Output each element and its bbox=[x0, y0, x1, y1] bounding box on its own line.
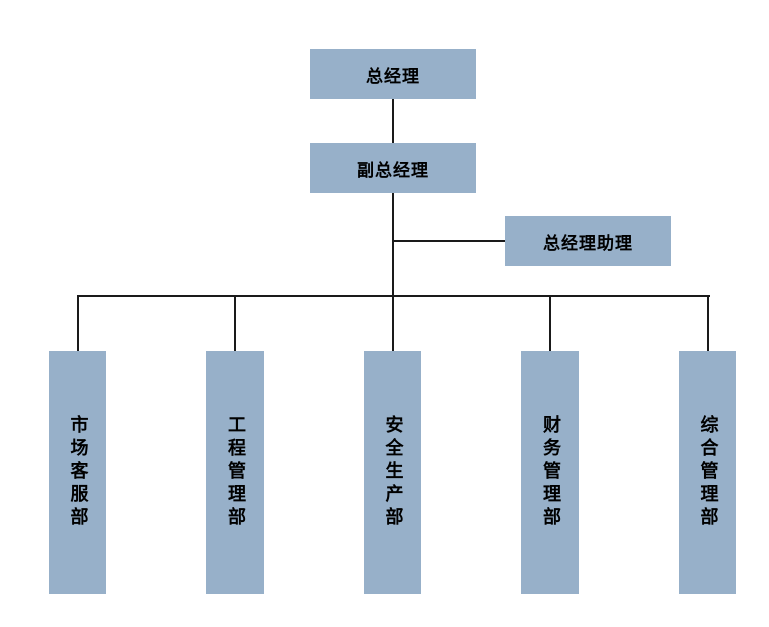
general-manager-box: 总经理 bbox=[310, 49, 476, 99]
department-box-engineering: 工程管理部 bbox=[206, 351, 264, 594]
department-label: 综合管理部 bbox=[697, 415, 719, 530]
department-label: 市场客服部 bbox=[67, 415, 89, 530]
department-label: 财务管理部 bbox=[540, 415, 561, 530]
deputy-general-manager-box: 副总经理 bbox=[310, 143, 476, 193]
general-manager-label: 总经理 bbox=[366, 66, 420, 87]
connector-department-drop-3 bbox=[392, 295, 394, 352]
deputy-general-manager-label: 副总经理 bbox=[357, 160, 429, 181]
connector-gm-to-deputy bbox=[392, 99, 394, 143]
department-box-safety-production: 安全生产部 bbox=[364, 351, 421, 594]
connector-department-drop-5 bbox=[707, 295, 709, 352]
connector-department-drop-2 bbox=[234, 295, 236, 352]
assistant-general-manager-box: 总经理助理 bbox=[505, 216, 671, 266]
department-label: 安全生产部 bbox=[382, 415, 404, 530]
department-box-market-service: 市场客服部 bbox=[49, 351, 106, 594]
connector-department-drop-4 bbox=[549, 295, 551, 352]
assistant-general-manager-label: 总经理助理 bbox=[543, 233, 633, 254]
department-box-general-affairs: 综合管理部 bbox=[679, 351, 736, 594]
connector-assistant-branch bbox=[392, 240, 506, 242]
department-box-finance: 财务管理部 bbox=[521, 351, 579, 594]
connector-deputy-trunk bbox=[392, 193, 394, 297]
department-label: 工程管理部 bbox=[225, 415, 246, 530]
connector-department-drop-1 bbox=[77, 295, 79, 352]
